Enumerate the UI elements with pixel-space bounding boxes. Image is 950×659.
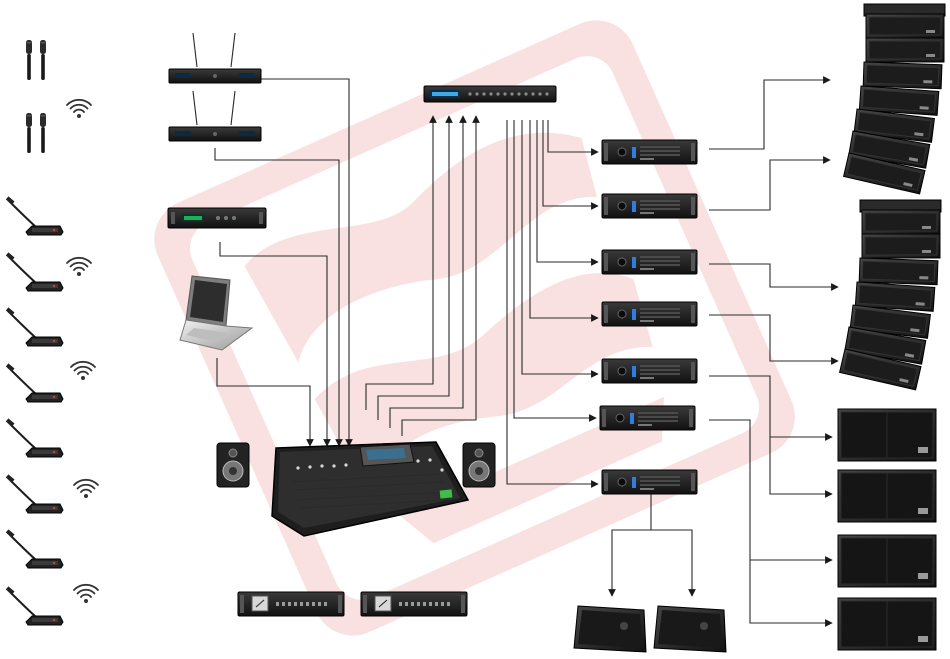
power-amplifier-icon [599,405,696,431]
studio-monitor-left [216,442,250,488]
handheld-microphone-icon [26,40,46,80]
power-amplifier-icon [601,358,698,384]
digital-mixer-icon [271,441,470,537]
signal-wires [214,76,839,627]
wifi-icon [70,360,96,381]
power-amplifier-1 [601,139,698,165]
gooseneck-microphone-icon [4,306,65,347]
power-amplifier-2 [601,193,698,219]
studio-monitor-icon [462,442,496,488]
subwoofer-icon [837,408,937,462]
conference-control-unit [167,207,267,229]
gooseneck-microphone-icon [4,528,65,569]
subwoofer-icon [837,534,937,588]
power-amplifier-icon [601,249,698,275]
floor-monitor-1 [573,605,647,653]
wireless-receiver-icon [168,32,262,84]
gooseneck-microphone-icon [4,585,65,626]
handheld-mics-pair-2 [26,113,46,153]
gooseneck-mic-3 [4,306,65,347]
gooseneck-mic-2 [4,251,65,292]
power-amplifier-4 [601,301,698,327]
gooseneck-mic-6 [4,473,65,514]
gooseneck-microphone-icon [4,362,65,403]
handheld-mics-pair-1 [26,40,46,80]
gooseneck-mic-7 [4,528,65,569]
power-amplifier-7 [601,469,698,495]
gooseneck-mic-5 [4,417,65,458]
gooseneck-microphone-icon [4,251,65,292]
line-array-icon [843,3,946,195]
gooseneck-mic-8 [4,585,65,626]
power-amplifier-icon [601,193,698,219]
handheld-microphone-icon [26,113,46,153]
power-amplifier-icon [601,469,698,495]
line-array-2 [839,199,942,391]
wireless-receiver-icon [168,90,262,142]
subwoofer-icon [837,597,937,651]
power-amplifier-icon [601,301,698,327]
subwoofer-1 [837,408,937,462]
speaker-processor [423,85,557,103]
power-amplifier-3 [601,249,698,275]
conference-control-unit-icon [167,207,267,229]
subwoofer-icon [837,469,937,523]
power-amplifier-5 [601,358,698,384]
wifi-icon [73,478,99,499]
floor-monitor-2 [653,605,727,653]
gooseneck-mic-1 [4,195,65,236]
wireless-receiver-2 [168,90,262,142]
power-sequencer-2 [360,591,468,617]
wifi-icon [66,98,92,119]
digital-mixer [271,441,470,537]
power-sequencer-icon [360,591,468,617]
line-array-icon [839,199,942,391]
wireless-receiver-1 [168,32,262,84]
power-sequencer-1 [237,591,345,617]
studio-monitor-icon [216,442,250,488]
laptop-icon [179,275,254,351]
floor-monitor-icon [653,605,727,653]
power-amplifier-icon [601,139,698,165]
power-sequencer-icon [237,591,345,617]
power-amplifier-6 [599,405,696,431]
gooseneck-microphone-icon [4,473,65,514]
speaker-processor-icon [423,85,557,103]
subwoofer-4 [837,597,937,651]
subwoofer-2 [837,469,937,523]
laptop [179,275,254,351]
gooseneck-microphone-icon [4,195,65,236]
floor-monitor-icon [573,605,647,653]
line-array-1 [843,3,946,195]
gooseneck-mic-4 [4,362,65,403]
wifi-icon [73,583,99,604]
gooseneck-microphone-icon [4,417,65,458]
subwoofer-3 [837,534,937,588]
wifi-icon [66,256,92,277]
studio-monitor-right [462,442,496,488]
